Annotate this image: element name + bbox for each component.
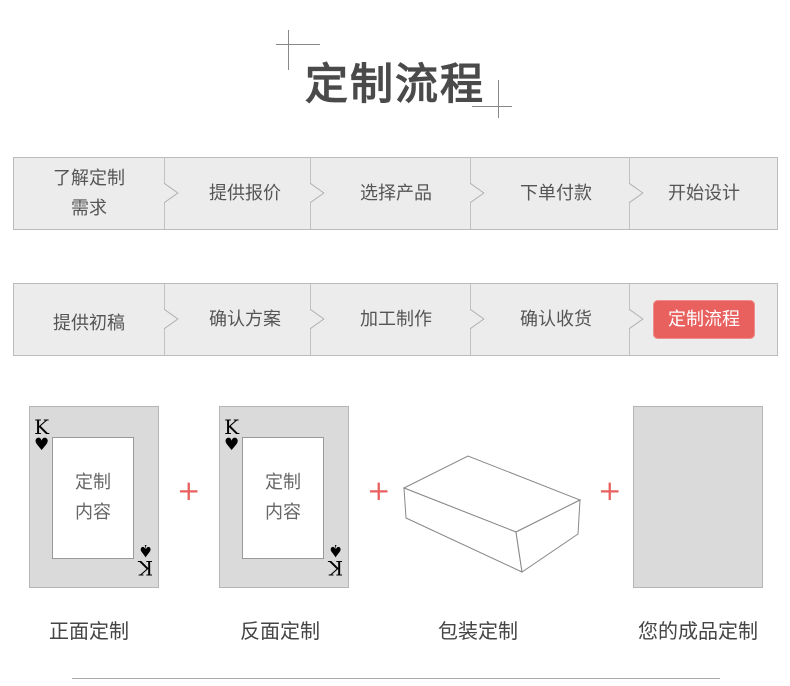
card-rank: K — [224, 417, 239, 437]
content-label: 内容 — [75, 502, 111, 523]
step-quote: 提供报价 — [166, 158, 324, 229]
divider — [72, 678, 720, 679]
step-custom-process: 定制流程 — [631, 284, 777, 355]
step-label: 选择产品 — [360, 179, 432, 209]
process-steps-row-2: 提供初稿 确认方案 加工制作 确认收货 定制流程 — [13, 283, 778, 356]
step-label: 提供报价 — [209, 179, 281, 209]
title-block: 定制流程 — [270, 22, 520, 122]
step-choose-product: 选择产品 — [312, 158, 480, 229]
crosshair-line — [498, 80, 499, 118]
caption-back: 反面定制 — [220, 615, 340, 644]
process-steps-row-1: 了解定制需求 提供报价 选择产品 下单付款 开始设计 — [13, 157, 778, 230]
card-rank: K — [34, 417, 49, 437]
step-first-draft: 提供初稿 — [14, 284, 164, 355]
step-label: 确认方案 — [209, 305, 281, 335]
step-label: 需求 — [71, 198, 107, 219]
crosshair-line — [288, 30, 289, 70]
plus-icon: + — [598, 477, 621, 505]
content-label: 定制 — [75, 472, 111, 493]
heart-icon: ♥ — [34, 437, 49, 454]
spade-icon: ♠ — [328, 541, 343, 558]
step-confirm-receipt: 确认收货 — [472, 284, 640, 355]
plus-icon: + — [367, 477, 390, 505]
card-rank: K — [328, 558, 343, 578]
caption-front: 正面定制 — [29, 615, 149, 644]
step-label: 下单付款 — [520, 179, 592, 209]
step-understand-needs: 了解定制需求 — [14, 158, 164, 229]
step-label: 了解定制 — [53, 168, 125, 189]
card-rank: K — [138, 558, 153, 578]
step-production: 加工制作 — [312, 284, 480, 355]
content-label: 定制 — [265, 472, 301, 493]
step-order-pay: 下单付款 — [472, 158, 640, 229]
step-start-design: 开始设计 — [631, 158, 777, 229]
card-corner-top: K ♥ — [224, 417, 239, 454]
crosshair-line — [472, 106, 512, 107]
card-corner-top: K ♥ — [34, 417, 49, 454]
plus-icon: + — [177, 477, 200, 505]
back-content-area: 定制内容 — [242, 437, 324, 559]
back-card-panel: K ♥ 定制内容 K ♠ — [219, 406, 349, 588]
box-illustration — [400, 452, 584, 576]
spade-icon: ♠ — [138, 541, 153, 558]
step-label: 确认收货 — [520, 305, 592, 335]
card-corner-bottom: K ♠ — [138, 541, 153, 578]
heart-icon: ♥ — [224, 437, 239, 454]
card-corner-bottom: K ♠ — [328, 541, 343, 578]
front-card-panel: K ♥ 定制内容 K ♠ — [29, 406, 159, 588]
step-label: 加工制作 — [360, 305, 432, 335]
content-label: 内容 — [265, 502, 301, 523]
step-label: 开始设计 — [668, 179, 740, 209]
crosshair-line — [276, 44, 320, 45]
custom-process-button[interactable]: 定制流程 — [653, 300, 755, 339]
step-confirm-plan: 确认方案 — [166, 284, 324, 355]
page-title: 定制流程 — [300, 64, 490, 107]
caption-finished: 您的成品定制 — [628, 615, 768, 644]
step-label: 提供初稿 — [53, 309, 125, 339]
front-content-area: 定制内容 — [52, 437, 134, 559]
finished-product-panel — [633, 406, 763, 588]
caption-packaging: 包装定制 — [418, 615, 538, 644]
